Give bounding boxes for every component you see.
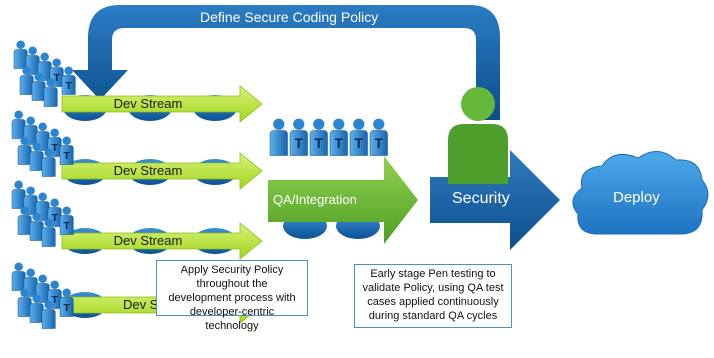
developer-icon — [43, 78, 58, 107]
tester-glyph: T — [63, 303, 70, 314]
developer-icon — [19, 66, 34, 95]
qa-integration-arrow — [268, 156, 418, 244]
developer-icon — [29, 212, 44, 241]
developer-icon: T — [61, 66, 76, 95]
dev-stream-arrow-2 — [61, 152, 263, 190]
developer-icon: T — [47, 198, 62, 227]
tester-glyph: T — [63, 151, 70, 162]
security-person-icon — [448, 87, 508, 184]
dev-callout-line: Apply Security Policy — [180, 264, 284, 276]
qa-callout-line: Early stage Pen testing to — [370, 268, 496, 280]
developer-icon — [17, 288, 32, 317]
deploy-cloud — [572, 151, 709, 235]
qa-callout-line: validate Policy, using QA test — [362, 282, 504, 294]
dev-stream-label-2: Dev Stream — [113, 163, 183, 178]
dev-stream-label-3: Dev Stream — [113, 233, 183, 248]
tester-glyph: T — [51, 213, 58, 224]
tester-glyph: T — [51, 295, 58, 306]
developer-icon — [11, 110, 26, 139]
tester-glyph: T — [63, 221, 70, 232]
dev-stream-label-4: Dev S — [123, 297, 159, 312]
deploy-label: Deploy — [613, 189, 660, 206]
dev-callout-line: technology — [205, 320, 259, 332]
tester-glyph: T — [65, 81, 72, 92]
tester-icon: T — [309, 118, 328, 156]
dev-callout-line: development process with — [168, 292, 296, 304]
tester-glyph: T — [315, 136, 324, 151]
tester-icon — [269, 118, 288, 156]
developer-icon: T — [59, 288, 74, 317]
developer-icon — [31, 72, 46, 101]
policy-title: Define Secure Coding Policy — [200, 9, 379, 25]
tester-glyph: T — [355, 136, 364, 151]
developer-icon — [29, 142, 44, 171]
tester-glyph: T — [295, 136, 304, 151]
developer-icon — [17, 136, 32, 165]
dev-callout-line: developer-centric — [189, 306, 275, 318]
developer-icon — [23, 268, 38, 297]
tester-glyph: T — [335, 136, 344, 151]
dev-stream-arrow-1 — [61, 85, 263, 123]
qa-integration-label: QA/Integration — [273, 192, 357, 207]
developer-icon — [25, 46, 40, 75]
security-label: Security — [452, 190, 510, 207]
dev-stream-arrow-3 — [61, 222, 263, 260]
developer-icon — [41, 148, 56, 177]
tester-icon: T — [329, 118, 348, 156]
dev-callout: Apply Security Policy throughout the dev… — [156, 260, 308, 332]
dev-callout-line: throughout the — [196, 278, 268, 290]
tester-icon: T — [369, 118, 388, 156]
developer-icon: T — [59, 206, 74, 235]
developer-icon — [41, 218, 56, 247]
developer-icon — [17, 206, 32, 235]
developer-icon — [29, 294, 44, 323]
qa-callout-line: cases applied continuously — [367, 296, 499, 308]
tester-glyph: T — [375, 136, 384, 151]
tester-glyph: T — [51, 143, 58, 154]
qa-callout: Early stage Pen testing to validate Poli… — [354, 264, 512, 328]
tester-icon: T — [289, 118, 308, 156]
developer-icon: T — [47, 128, 62, 157]
developer-icon — [41, 300, 56, 329]
qa-callout-line: during standard QA cycles — [368, 310, 498, 322]
tester-icon: T — [349, 118, 368, 156]
developer-icon — [13, 40, 28, 69]
tester-glyph: T — [53, 73, 60, 84]
dev-stream-label-1: Dev Stream — [113, 96, 183, 111]
developer-icon: T — [59, 136, 74, 165]
security-arrow — [430, 150, 560, 250]
developer-icon — [11, 180, 26, 209]
developer-icon — [11, 262, 26, 291]
policy-arch-arrow — [72, 5, 500, 120]
